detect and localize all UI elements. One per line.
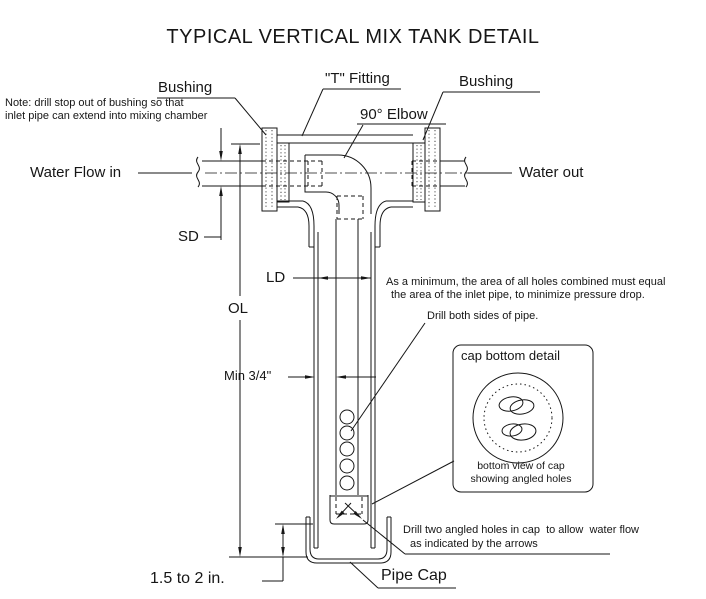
label-water-out: Water out: [519, 164, 584, 181]
flow-arrow-icon: [353, 511, 362, 519]
dimension-sd: [204, 128, 223, 240]
inner-pipe: [335, 219, 359, 495]
inner-pipe-cap: [329, 495, 369, 525]
flow-arrow-icon: [336, 510, 345, 519]
bushing-note-line1: Note: drill stop out of bushing so that: [5, 97, 184, 109]
pipe-cap: [305, 516, 392, 564]
label-pipe-cap: Pipe Cap: [381, 567, 447, 584]
drilled-hole: [339, 441, 355, 457]
t-fitting: [277, 134, 413, 248]
drawing-title: TYPICAL VERTICAL MIX TANK DETAIL: [166, 26, 540, 48]
label-bushing-left: Bushing: [158, 79, 213, 96]
dimension-cap-offset: [262, 523, 313, 582]
drilled-hole: [339, 475, 355, 491]
label-cap-offset: 1.5 to 2 in.: [150, 570, 225, 587]
detail-box-caption1: bottom view of cap: [477, 460, 565, 472]
label-ld: LD: [266, 269, 286, 286]
label-t-fitting: "T" Fitting: [325, 70, 390, 87]
drilled-hole: [339, 409, 355, 425]
label-water-in: Water Flow in: [30, 164, 122, 181]
label-bushing-right: Bushing: [459, 73, 514, 90]
elbow: [304, 154, 372, 220]
holes-note-line1: As a minimum, the area of all holes comb…: [386, 276, 666, 288]
label-leaders: [138, 88, 610, 589]
cap-inner-dotted: [483, 383, 553, 453]
dimension-min-gap: [288, 375, 376, 379]
label-min-gap: Min 3/4": [224, 368, 272, 383]
angled-hole: [498, 396, 524, 412]
outer-pipe: [313, 226, 376, 549]
detail-box-title: cap bottom detail: [461, 348, 561, 363]
label-ol: OL: [226, 300, 251, 317]
cap-note-line1: Drill two angled holes in cap to allow w…: [403, 524, 640, 536]
drill-note: Drill both sides of pipe.: [427, 310, 539, 322]
right-bushing: [412, 127, 441, 212]
pipe-break-icon: [196, 156, 200, 188]
drilled-hole: [339, 458, 355, 474]
angled-hole: [501, 423, 523, 437]
holes-note-line2: the area of the inlet pipe, to minimize …: [391, 289, 645, 301]
dimension-ol: [229, 143, 308, 558]
horizontal-pipes: [196, 156, 470, 188]
angled-hole: [509, 399, 535, 415]
bushing-note-line2: inlet pipe can extend into mixing chambe…: [5, 110, 208, 122]
cap-bottom-detail-box: [452, 344, 594, 493]
drilled-hole: [339, 425, 355, 441]
label-elbow: 90° Elbow: [360, 106, 428, 123]
label-sd: SD: [178, 228, 199, 245]
cap-outline: [472, 372, 564, 464]
angled-hole: [509, 423, 537, 441]
left-bushing: [261, 127, 290, 212]
detail-box-caption2: showing angled holes: [470, 473, 572, 485]
dimension-ld: [293, 276, 371, 280]
cap-note-line2: as indicated by the arrows: [410, 538, 538, 550]
pipe-break-icon: [464, 156, 468, 188]
